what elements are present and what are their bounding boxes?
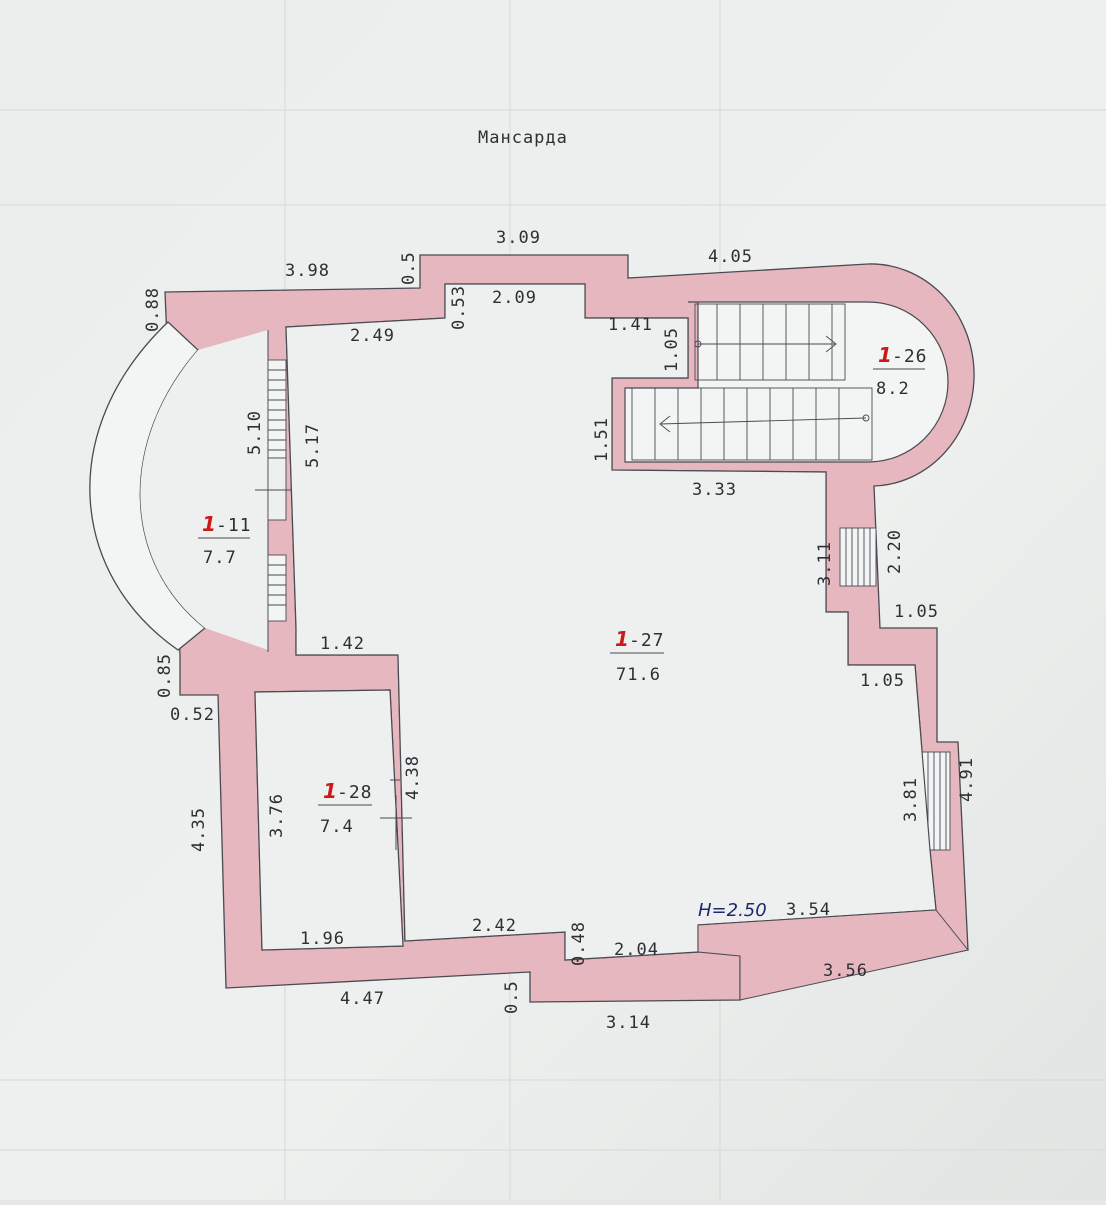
dim-3-54: 3.54 [786, 900, 831, 920]
room-27-area: 71.6 [616, 665, 661, 685]
room-27-code: -27 [629, 630, 665, 651]
dim-top-3-98: 3.98 [285, 261, 330, 281]
dim-right-3-81: 3.81 [901, 777, 921, 822]
right-wall-window-hatch [839, 527, 951, 851]
dim-5-10: 5.10 [245, 410, 265, 455]
small-room-door-mark [380, 779, 412, 850]
dim-bottom-3-56: 3.56 [823, 961, 868, 981]
dim-right-1-05-in: 1.05 [860, 671, 905, 691]
small-room-floor [254, 689, 404, 951]
dimension-labels: 3.98 3.09 4.05 2.49 2.09 1.41 3.33 1.42 … [143, 228, 977, 1033]
room-28-code: -28 [337, 782, 373, 803]
dim-0-48: 0.48 [569, 921, 589, 966]
room-label-26: 1 -26 8.2 [873, 343, 928, 399]
room-label-27: 1 -27 71.6 [610, 627, 665, 685]
dim-right-4-91: 4.91 [957, 757, 977, 802]
dim-2-49: 2.49 [350, 326, 395, 346]
dim-bottom-3-14: 3.14 [606, 1013, 651, 1033]
plan-title: Мансарда [478, 128, 568, 148]
main-room-floor [285, 283, 937, 961]
dim-1-41: 1.41 [608, 315, 653, 335]
room-28-marker: 1 [323, 779, 337, 803]
dim-bottom-4-47: 4.47 [340, 989, 385, 1009]
dim-3-33: 3.33 [692, 480, 737, 500]
room-26-code: -26 [892, 346, 928, 367]
dim-left-0-88: 0.88 [143, 287, 163, 332]
dim-5-17: 5.17 [303, 423, 323, 468]
dim-bottom-0-5: 0.5 [502, 980, 522, 1014]
dim-top-3-09: 3.09 [496, 228, 541, 248]
staircase-steps [631, 303, 873, 461]
arched-bay-floor [140, 330, 268, 650]
room-26-marker: 1 [878, 343, 892, 367]
dim-right-1-05-out: 1.05 [894, 602, 939, 622]
room-11-area: 7.7 [203, 548, 237, 568]
room-label-11: 1 -11 7.7 [198, 512, 252, 568]
dim-right-3-11: 3.11 [815, 541, 835, 586]
dim-2-04: 2.04 [614, 940, 659, 960]
dim-1-42: 1.42 [320, 634, 365, 654]
dim-2-09: 2.09 [492, 288, 537, 308]
room-28-area: 7.4 [320, 817, 354, 837]
bottom-right-wall [697, 909, 969, 1001]
dim-0-52: 0.52 [170, 705, 215, 725]
dim-top-4-05: 4.05 [708, 247, 753, 267]
dim-3-76: 3.76 [267, 793, 287, 838]
ceiling-height-note: H=2.50 [698, 900, 767, 921]
room-27-marker: 1 [615, 627, 629, 651]
dim-right-2-20: 2.20 [885, 529, 905, 574]
dim-4-38: 4.38 [403, 755, 423, 800]
dim-left-4-35: 4.35 [189, 807, 209, 852]
room-26-area: 8.2 [876, 379, 910, 399]
room-11-marker: 1 [202, 512, 216, 536]
dim-2-42: 2.42 [472, 916, 517, 936]
dim-0-53: 0.53 [449, 285, 469, 330]
dim-1-96: 1.96 [300, 929, 345, 949]
stair-hall-floor [624, 301, 949, 463]
dim-stair-1-05: 1.05 [662, 327, 682, 372]
dim-top-0-5: 0.5 [399, 251, 419, 285]
dim-1-51: 1.51 [592, 417, 612, 462]
left-wall-window-hatch [255, 359, 305, 622]
room-11-code: -11 [216, 515, 252, 536]
dim-left-0-85: 0.85 [155, 653, 175, 698]
room-label-28: 1 -28 7.4 [318, 779, 373, 837]
